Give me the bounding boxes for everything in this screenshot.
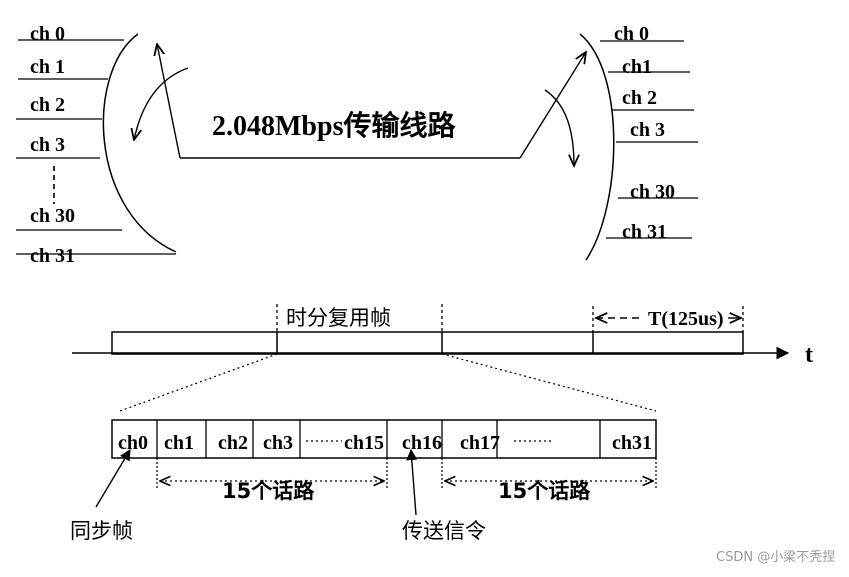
left-commutator-arm: [157, 44, 181, 159]
group-label-left: 15个话路: [222, 479, 315, 503]
slot-label: ch2: [218, 432, 248, 454]
right-channel-label: ch 30: [630, 181, 675, 203]
left-channel-label: ch 1: [30, 56, 65, 78]
right-channel-label: ch1: [622, 56, 652, 78]
right-rotation-arrow: [544, 89, 574, 166]
group-label-right: 15个话路: [498, 479, 591, 503]
frame-strip: [111, 331, 744, 355]
zoom-line-right: [441, 353, 657, 412]
slot-label: ch0: [118, 432, 148, 454]
left-channel-label: ch 3: [30, 134, 65, 156]
frame-label: 时分复用帧: [286, 306, 391, 330]
right-channel-label: ch 31: [622, 221, 667, 243]
transmission-line: 2.048Mbps传输线路: [157, 44, 586, 159]
left-rotation-arrow: [134, 67, 189, 140]
time-axis-label: t: [805, 342, 813, 368]
period-label: T(125us): [648, 308, 724, 330]
right-channel-group: ch 0 ch1 ch 2 ch 3 ch 30 ch 31: [544, 23, 698, 261]
slot-label: ch15: [344, 432, 384, 454]
zoom-line-left: [119, 353, 278, 412]
slot-label: ch3: [263, 432, 293, 454]
channel-group-spans: 15个话路 15个话路: [156, 458, 657, 503]
left-channel-label: ch 2: [30, 94, 65, 116]
right-commutator-arm: [519, 52, 586, 159]
signal-pointer: [406, 448, 418, 516]
right-channel-label: ch 0: [614, 23, 649, 45]
line-label: 2.048Mbps传输线路: [212, 109, 456, 142]
watermark: CSDN @小梁不秃捏: [716, 550, 835, 565]
left-channel-label: ch 31: [30, 245, 75, 267]
right-demultiplexer-bracket: [579, 33, 615, 261]
left-multiplexer-bracket: [102, 33, 177, 253]
right-channel-label: ch 3: [630, 119, 665, 141]
expanded-frame: ch0 ch1 ch2 ch3 ch15 ch16 ch17 ch31: [111, 419, 657, 459]
callouts: 同步帧 传送信令: [70, 448, 486, 543]
slot-label: ch1: [164, 432, 194, 454]
left-channel-label: ch 0: [30, 23, 65, 45]
slot-strip: [111, 419, 657, 459]
slot-label: ch31: [612, 432, 652, 454]
left-channel-label: ch 30: [30, 205, 75, 227]
left-channel-group: ch 0 ch 1 ch 2 ch 3 ch 30 ch 31: [16, 23, 189, 267]
right-channel-label: ch 2: [622, 87, 657, 109]
slot-label: ch16: [402, 432, 442, 454]
signal-label: 传送信令: [402, 519, 486, 543]
sync-pointer: [95, 449, 131, 508]
sync-label: 同步帧: [70, 519, 133, 543]
slot-label: ch17: [460, 432, 500, 454]
time-axis-section: t 时分复用帧 T(125us): [72, 304, 813, 368]
